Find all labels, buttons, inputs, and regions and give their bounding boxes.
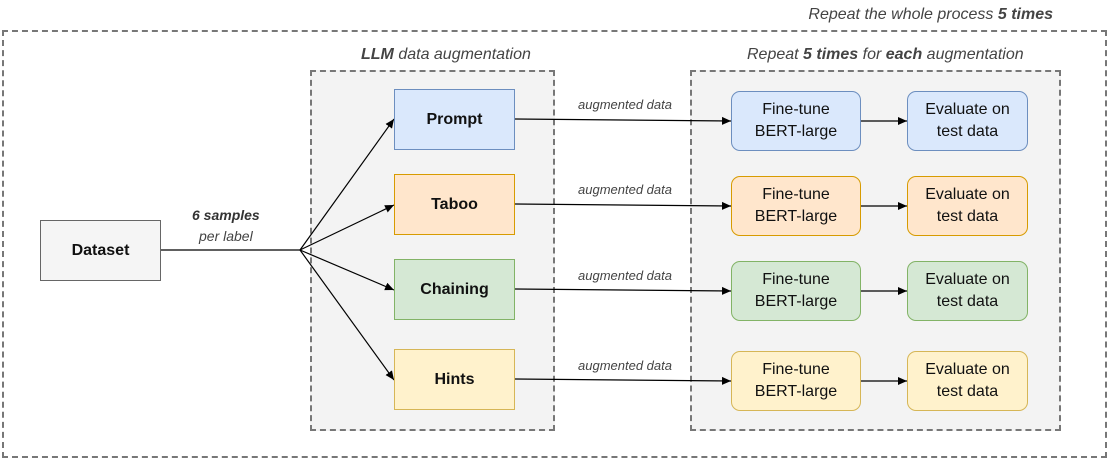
samples-count-label: 6 samples	[192, 207, 260, 223]
finetune-box-2: Fine-tune BERT-large	[731, 176, 861, 236]
dataset-box: Dataset	[40, 220, 161, 281]
arrow-to-prompt	[299, 118, 395, 251]
evaluate-box-1: Evaluate on test data	[907, 91, 1028, 151]
arrow-prompt-finetune	[514, 116, 732, 125]
arrow-to-hints	[299, 249, 395, 381]
method-hints: Hints	[394, 349, 515, 410]
finetune-box-1: Fine-tune BERT-large	[731, 91, 861, 151]
arrow-taboo-finetune	[514, 201, 732, 210]
method-chaining: Chaining	[394, 259, 515, 320]
finetune-box-4: Fine-tune BERT-large	[731, 351, 861, 411]
arrow-chaining-finetune	[514, 286, 732, 295]
evaluate-box-4: Evaluate on test data	[907, 351, 1028, 411]
arrow-hints-finetune	[514, 376, 732, 385]
arrow-to-chaining	[299, 249, 395, 291]
repeat-caption: Repeat 5 times for each augmentation	[747, 46, 1024, 63]
edge-label-3: augmented data	[578, 268, 672, 283]
outer-repeat-frame	[2, 30, 1107, 458]
method-prompt: Prompt	[394, 89, 515, 150]
outer-repeat-caption: Repeat the whole process 5 times	[808, 6, 1053, 23]
evaluate-box-2: Evaluate on test data	[907, 176, 1028, 236]
arrow-to-taboo	[299, 204, 395, 251]
edge-label-1: augmented data	[578, 97, 672, 112]
finetune-box-3: Fine-tune BERT-large	[731, 261, 861, 321]
edge-label-4: augmented data	[578, 358, 672, 373]
samples-per-label: per label	[199, 228, 253, 244]
llm-augmentation-caption: LLM data augmentation	[361, 46, 531, 63]
method-taboo: Taboo	[394, 174, 515, 235]
evaluate-box-3: Evaluate on test data	[907, 261, 1028, 321]
edge-label-2: augmented data	[578, 182, 672, 197]
